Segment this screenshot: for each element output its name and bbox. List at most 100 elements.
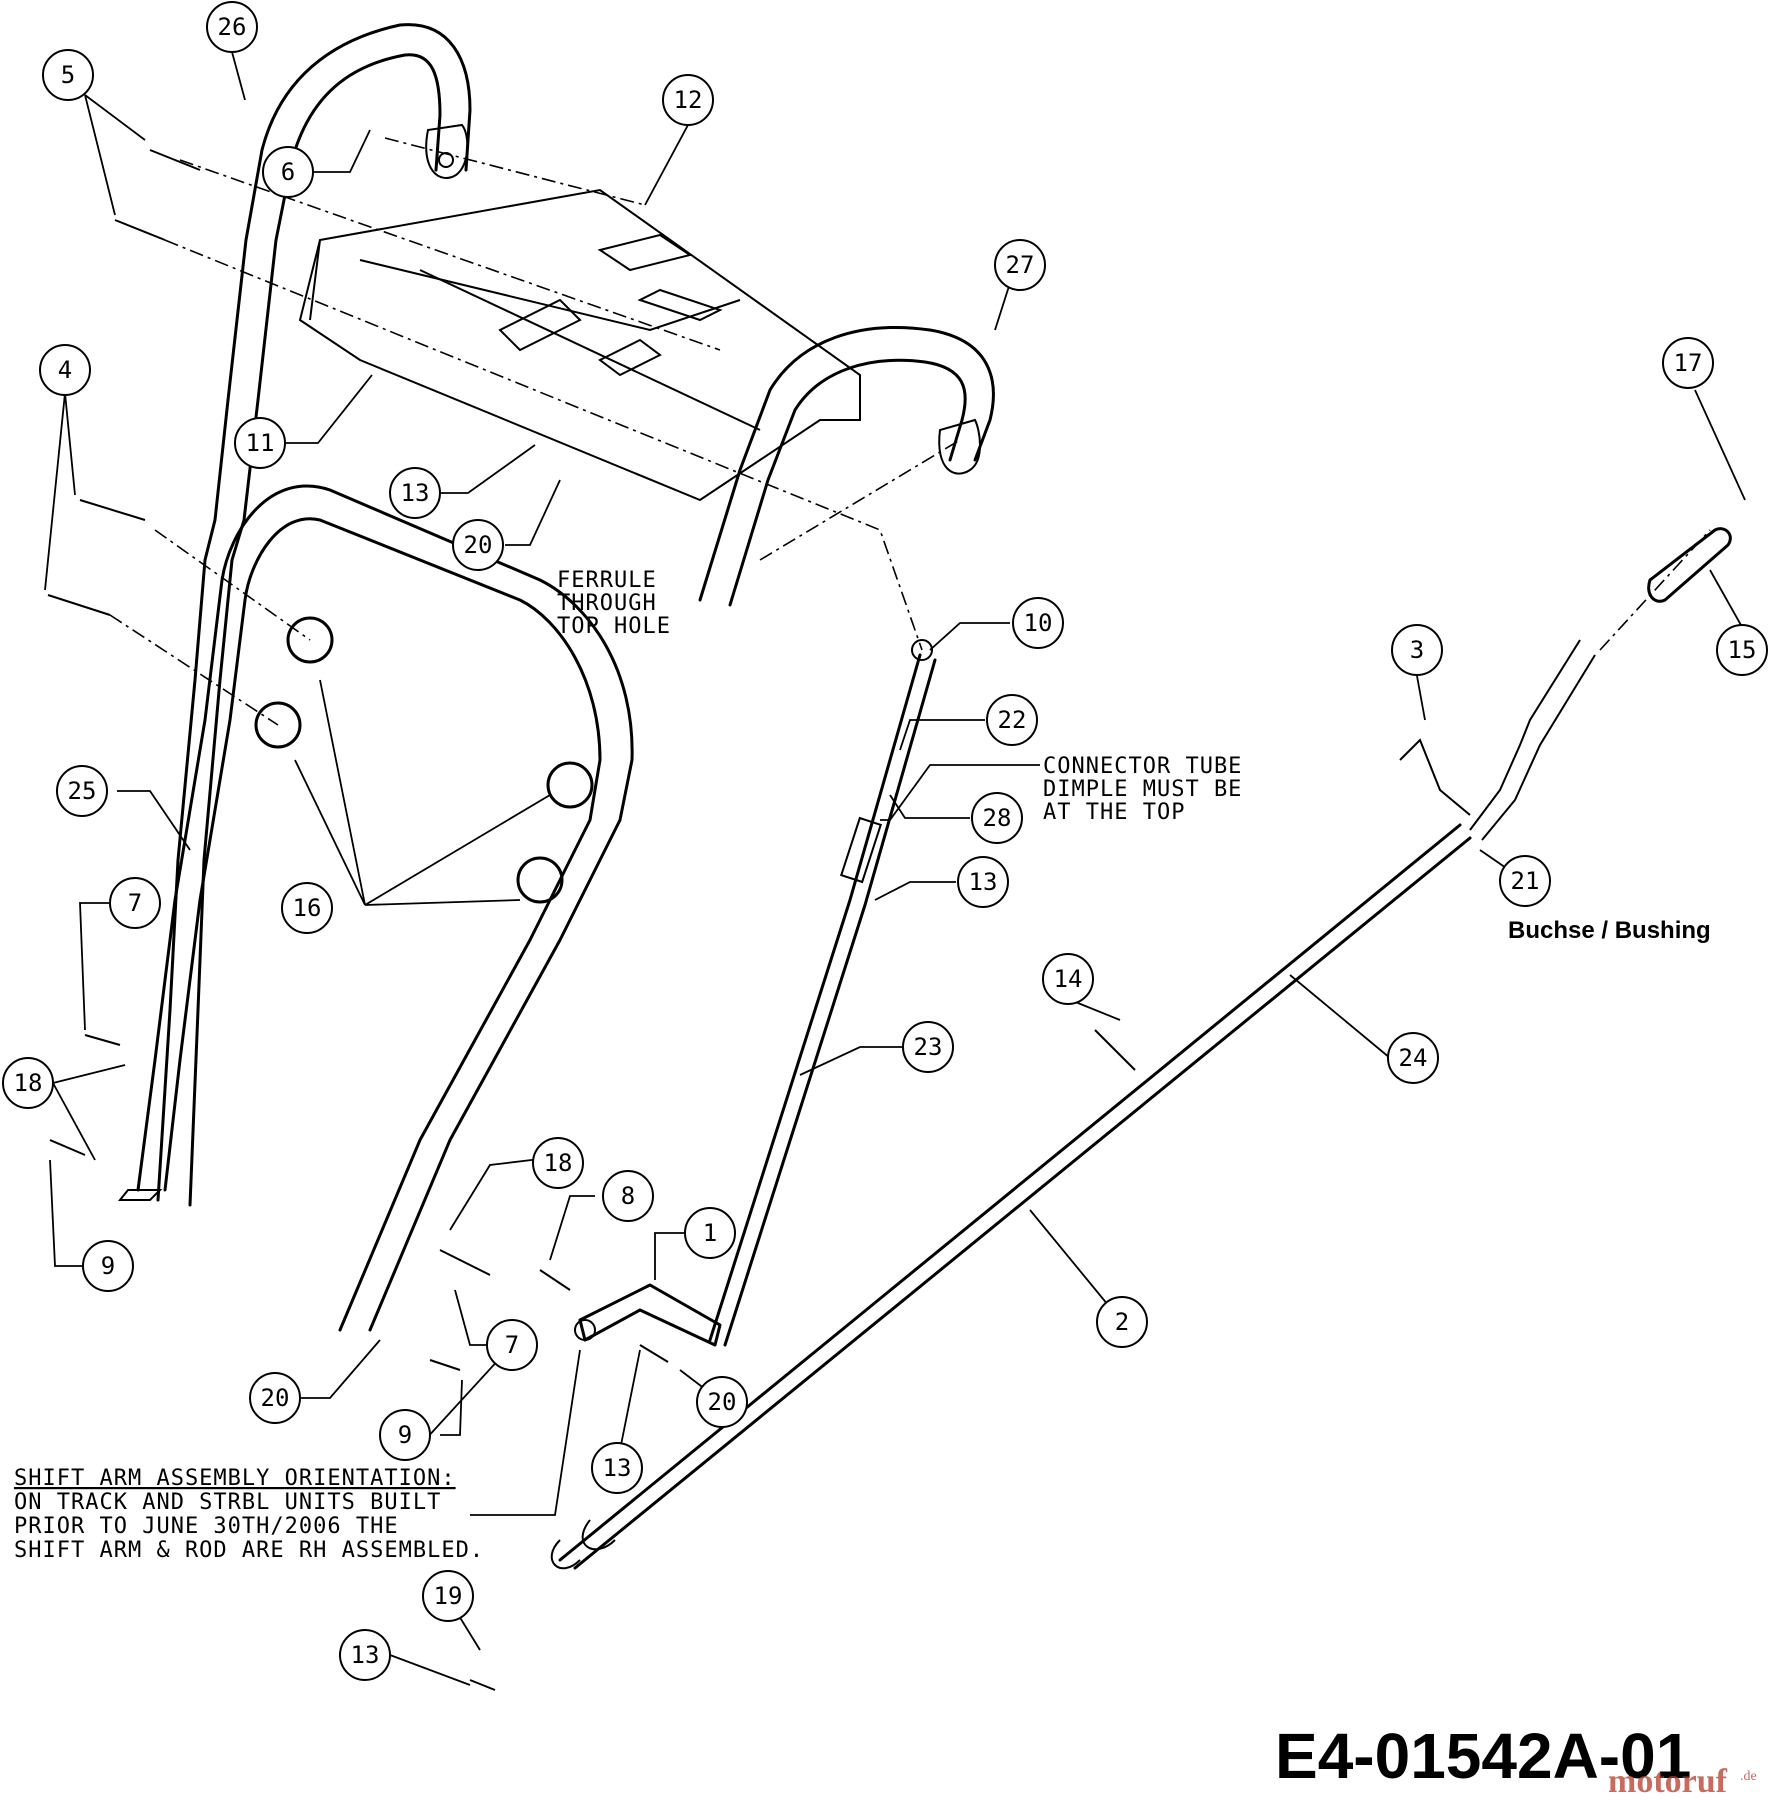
callout-27: 27: [994, 239, 1046, 291]
bolts: [47, 149, 1136, 1691]
callout-19: 19: [422, 1570, 474, 1622]
note-connector-tube: CONNECTOR TUBE DIMPLE MUST BE AT THE TOP: [1043, 754, 1242, 825]
svg-text:10: 10: [1024, 609, 1053, 637]
callout-26: 26: [206, 1, 258, 53]
lower-handle-25: [117, 484, 634, 1332]
svg-text:5: 5: [61, 61, 75, 89]
callout-13-lower: 13: [591, 1442, 643, 1494]
watermark-logo: motoruf .de: [1608, 1763, 1757, 1800]
callout-24: 24: [1387, 1032, 1439, 1084]
callout-7-mid: 7: [486, 1319, 538, 1371]
svg-text:8: 8: [621, 1182, 635, 1210]
callout-20-left: 20: [249, 1372, 301, 1424]
alignment-lines: [109, 137, 1711, 726]
svg-text:12: 12: [674, 86, 703, 114]
svg-text:13: 13: [401, 479, 430, 507]
svg-text:20: 20: [261, 1384, 290, 1412]
svg-text:17: 17: [1674, 349, 1703, 377]
svg-text:7: 7: [128, 889, 142, 917]
svg-text:6: 6: [281, 158, 295, 186]
callout-1: 1: [684, 1207, 736, 1259]
svg-text:11: 11: [246, 429, 275, 457]
callout-21: 21: [1499, 855, 1551, 907]
svg-text:7: 7: [505, 1331, 519, 1359]
svg-text:22: 22: [998, 706, 1027, 734]
svg-text:2: 2: [1115, 1308, 1129, 1336]
knobs-16: [254, 616, 594, 904]
shift-arm-1: [574, 1283, 722, 1347]
svg-text:TOP HOLE: TOP HOLE: [557, 614, 671, 639]
svg-text:9: 9: [398, 1421, 412, 1449]
svg-text:14: 14: [1054, 965, 1083, 993]
callout-25: 25: [56, 765, 108, 817]
svg-text:18: 18: [544, 1149, 573, 1177]
svg-text:1: 1: [703, 1219, 717, 1247]
drawing-number: E4-01542A-01: [1275, 1720, 1691, 1792]
svg-text:13: 13: [351, 1641, 380, 1669]
svg-text:4: 4: [58, 356, 72, 384]
svg-text:16: 16: [293, 894, 322, 922]
callout-13-mid: 13: [957, 856, 1009, 908]
callout-17: 17: [1662, 337, 1714, 389]
svg-text:motoruf: motoruf: [1608, 1763, 1728, 1800]
callout-22: 22: [986, 694, 1038, 746]
callout-4: 4: [39, 344, 91, 396]
svg-text:3: 3: [1410, 636, 1424, 664]
svg-text:.de: .de: [1740, 1769, 1757, 1784]
note-ferrule: FERRULE THROUGH TOP HOLE: [557, 568, 671, 639]
svg-text:THROUGH: THROUGH: [557, 591, 657, 616]
callout-15: 15: [1716, 624, 1768, 676]
shift-rod-2-24: [550, 639, 1596, 1570]
callout-9-left: 9: [82, 1240, 134, 1292]
callout-20-right: 20: [696, 1376, 748, 1428]
callout-13-top: 13: [389, 467, 441, 519]
handle-27: [698, 326, 995, 607]
upper-handle-26: [156, 23, 472, 1207]
callout-11: 11: [234, 417, 286, 469]
svg-text:ON TRACK AND STRBL UNITS BUILT: ON TRACK AND STRBL UNITS BUILT: [14, 1490, 441, 1515]
callout-2: 2: [1096, 1296, 1148, 1348]
svg-text:AT THE TOP: AT THE TOP: [1043, 800, 1185, 825]
svg-text:25: 25: [68, 777, 97, 805]
svg-text:24: 24: [1399, 1044, 1428, 1072]
svg-text:13: 13: [969, 868, 998, 896]
svg-text:23: 23: [914, 1033, 943, 1061]
callout-7-left: 7: [109, 877, 161, 929]
bushing-label: Buchse / Bushing: [1508, 917, 1711, 944]
callout-16: 16: [281, 882, 333, 934]
svg-text:CONNECTOR TUBE: CONNECTOR TUBE: [1043, 754, 1242, 779]
svg-text:28: 28: [983, 804, 1012, 832]
callout-10: 10: [1012, 597, 1064, 649]
callout-20-top: 20: [452, 519, 504, 571]
svg-text:13: 13: [603, 1454, 632, 1482]
callout-8: 8: [602, 1170, 654, 1222]
svg-text:18: 18: [14, 1069, 43, 1097]
svg-text:15: 15: [1728, 636, 1757, 664]
callout-28: 28: [971, 792, 1023, 844]
callout-3: 3: [1391, 624, 1443, 676]
callout-13-bottom: 13: [339, 1629, 391, 1681]
svg-text:19: 19: [434, 1582, 463, 1610]
svg-text:PRIOR TO JUNE 30TH/2006 THE: PRIOR TO JUNE 30TH/2006 THE: [14, 1514, 399, 1539]
note-shift-arm: SHIFT ARM ASSEMBLY ORIENTATION: ON TRACK…: [14, 1466, 484, 1563]
callout-5: 5: [42, 49, 94, 101]
svg-text:20: 20: [464, 531, 493, 559]
callout-12: 12: [662, 74, 714, 126]
connector-tube-22-23: [708, 639, 937, 1347]
callout-6: 6: [262, 146, 314, 198]
svg-text:26: 26: [218, 13, 247, 41]
svg-text:27: 27: [1006, 251, 1035, 279]
callout-18-left: 18: [2, 1057, 54, 1109]
svg-text:9: 9: [101, 1252, 115, 1280]
svg-text:SHIFT ARM & ROD ARE RH ASSEMBL: SHIFT ARM & ROD ARE RH ASSEMBLED.: [14, 1538, 484, 1563]
callout-9-mid: 9: [379, 1409, 431, 1461]
svg-text:FERRULE: FERRULE: [557, 568, 657, 593]
console-panel: [298, 188, 861, 502]
svg-text:20: 20: [708, 1388, 737, 1416]
callout-18-mid: 18: [532, 1137, 584, 1189]
callout-23: 23: [902, 1021, 954, 1073]
grip-15: [1647, 527, 1732, 603]
callout-14: 14: [1042, 953, 1094, 1005]
svg-text:SHIFT ARM ASSEMBLY ORIENTATION: SHIFT ARM ASSEMBLY ORIENTATION:: [14, 1466, 456, 1491]
